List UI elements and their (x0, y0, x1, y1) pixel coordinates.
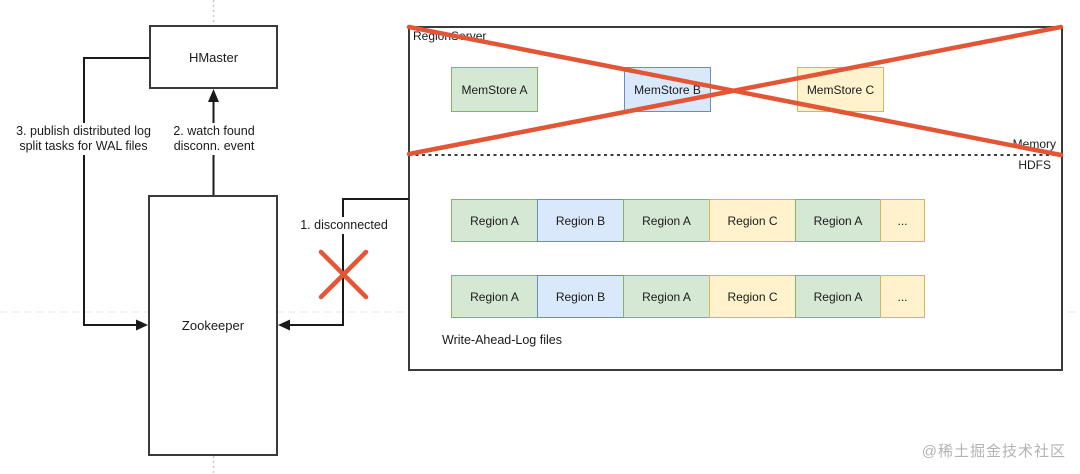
regionserver-label: RegionServer (413, 29, 487, 43)
publish-split-tasks-arrow (83, 57, 149, 331)
memory-label: Memory (1012, 137, 1056, 151)
wal-row: Region A Region B Region A Region C Regi… (451, 275, 925, 318)
region-cell: ... (880, 199, 925, 242)
step2-line1: 2. watch found (173, 124, 255, 138)
memstore-a-box: MemStore A (451, 67, 538, 112)
region-cell: ... (880, 275, 925, 318)
step3-line1: 3. publish distributed log (16, 124, 151, 138)
memstore-b-box: MemStore B (624, 67, 711, 112)
hmaster-box: HMaster (149, 25, 278, 89)
region-cell: Region A (795, 199, 881, 242)
small-red-cross-icon (318, 249, 369, 300)
zookeeper-box: Zookeeper (148, 195, 278, 456)
region-cell: Region A (451, 199, 538, 242)
region-cell: Region C (709, 199, 796, 242)
zookeeper-label: Zookeeper (181, 318, 245, 333)
region-cell: Region A (623, 199, 710, 242)
step3-line2: split tasks for WAL files (19, 139, 148, 153)
memstore-c-box: MemStore C (797, 67, 884, 112)
region-cell: Region A (451, 275, 538, 318)
region-cell: Region B (537, 199, 624, 242)
region-cell: Region B (537, 275, 624, 318)
step1-label: 1. disconnected (294, 217, 394, 234)
region-cell: Region A (623, 275, 710, 318)
step3-label: 3. publish distributed log split tasks f… (6, 123, 161, 155)
wal-files-label: Write-Ahead-Log files (442, 333, 562, 347)
hdfs-label: HDFS (1018, 158, 1051, 172)
region-cell: Region C (709, 275, 796, 318)
hmaster-label: HMaster (188, 49, 239, 65)
region-cell: Region A (795, 275, 881, 318)
watermark: @稀土掘金技术社区 (921, 443, 1066, 460)
wal-row: Region A Region B Region A Region C Regi… (451, 199, 925, 242)
step2-label: 2. watch found disconn. event (163, 123, 265, 155)
step2-line2: disconn. event (173, 139, 255, 153)
